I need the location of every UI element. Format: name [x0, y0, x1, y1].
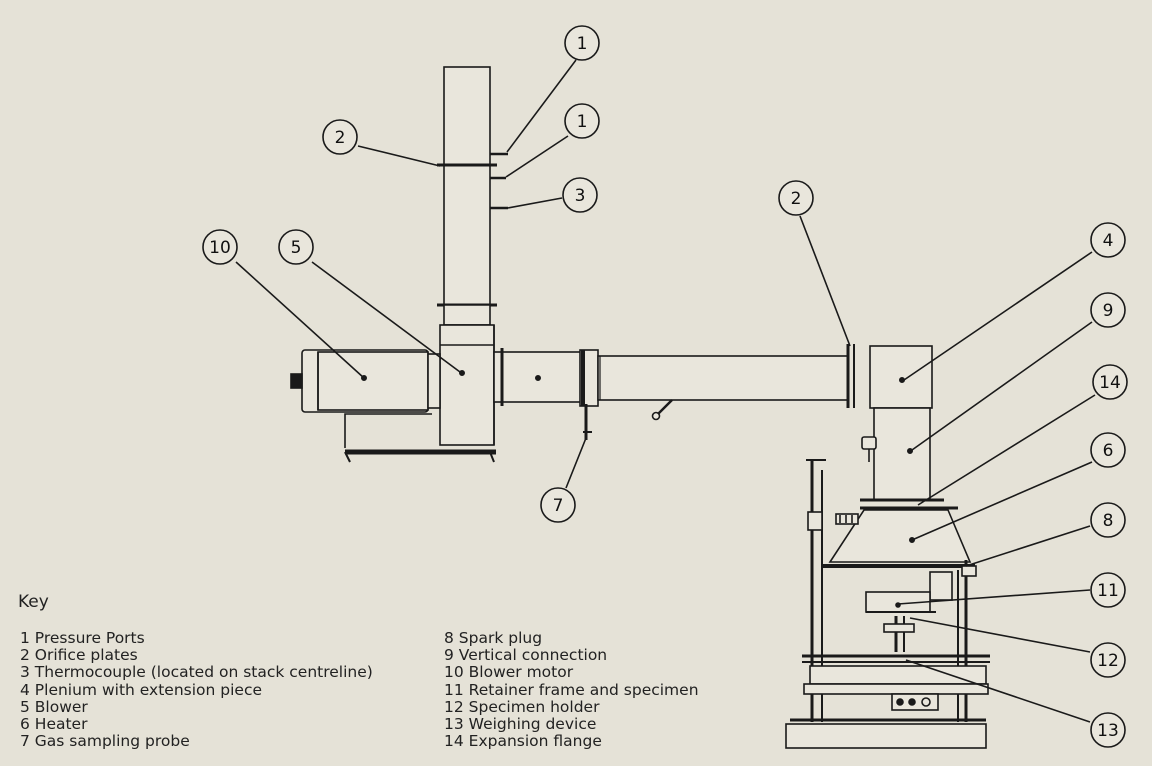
key-title: Key — [18, 592, 49, 612]
key-item: 6 Heater — [20, 715, 88, 734]
key-item: 1 Pressure Ports — [20, 629, 145, 647]
leader-lines — [235, 59, 1096, 723]
callout-label: 3 — [575, 186, 586, 206]
callout-circle — [1090, 642, 1126, 678]
callout-label: 1 — [577, 112, 588, 132]
callout-circle — [1092, 364, 1128, 400]
callout-c1b: 1 — [564, 103, 600, 139]
callout-label: 11 — [1097, 581, 1119, 601]
heater-hood — [822, 509, 975, 568]
callout-c8: 8 — [1090, 502, 1126, 538]
callout-circle — [278, 229, 314, 265]
blower-housing — [439, 324, 495, 446]
vertical-connection — [861, 407, 931, 501]
callout-circle — [202, 229, 238, 265]
exhaust-stack — [437, 66, 508, 331]
key-item: 8 Spark plug — [444, 629, 543, 647]
callout-c3: 3 — [562, 177, 598, 213]
expansion-flange — [860, 498, 958, 510]
callout-label: 1 — [577, 34, 588, 54]
callout-circle — [564, 25, 600, 61]
callout-c14: 14 — [1092, 364, 1128, 400]
callout-label: 2 — [791, 189, 802, 209]
callout-label: 8 — [1103, 511, 1114, 531]
plenum — [869, 345, 933, 409]
callout-c6: 6 — [1090, 432, 1126, 468]
callout-circle — [564, 103, 600, 139]
key-item: 14 Expansion flange — [444, 732, 602, 751]
callout-label: 10 — [209, 238, 231, 258]
key-item: 11 Retainer frame and specimen — [444, 680, 699, 699]
callout-c2a: 2 — [322, 119, 358, 155]
callout-label: 5 — [291, 238, 302, 258]
callout-label: 14 — [1099, 373, 1121, 393]
callout-circle — [778, 180, 814, 216]
callout-circle — [540, 487, 576, 523]
callout-c12: 12 — [1090, 642, 1126, 678]
callout-label: 6 — [1103, 441, 1114, 461]
callout-label: 7 — [553, 496, 564, 516]
callout-label: 12 — [1097, 651, 1119, 671]
blower-base — [344, 413, 496, 463]
callout-c11: 11 — [1090, 572, 1126, 608]
callout-circle — [1090, 572, 1126, 608]
callout-circle — [1090, 222, 1126, 258]
callout-c1a: 1 — [564, 25, 600, 61]
callout-circle — [322, 119, 358, 155]
callout-label: 2 — [335, 128, 346, 148]
callout-c5: 5 — [278, 229, 314, 265]
key-item: 5 Blower — [20, 697, 88, 716]
callout-circle — [1090, 712, 1126, 748]
key-item: 12 Specimen holder — [444, 697, 600, 716]
callout-circle — [562, 177, 598, 213]
key-item: 3 Thermocouple (located on stack centrel… — [20, 663, 373, 682]
callout-c10: 10 — [202, 229, 238, 265]
key-item: 9 Vertical connection — [444, 646, 608, 665]
callout-label: 9 — [1103, 301, 1114, 321]
callout-circle — [1090, 502, 1126, 538]
blower-motor — [290, 349, 441, 413]
callout-c7: 7 — [540, 487, 576, 523]
callout-circle — [1090, 292, 1126, 328]
key-item: 7 Gas sampling probe — [20, 732, 190, 751]
callout-c4: 4 — [1090, 222, 1126, 258]
callout-circle — [1090, 432, 1126, 468]
specimen-holder — [883, 616, 915, 652]
callout-c2b: 2 — [778, 180, 814, 216]
key-item: 13 Weighing device — [444, 715, 597, 734]
gas-sampling-probe — [583, 404, 592, 440]
key-item: 2 Orifice plates — [20, 646, 138, 665]
callout-c9: 9 — [1090, 292, 1126, 328]
callout-label: 4 — [1103, 231, 1114, 251]
key-item: 10 Blower motor — [444, 663, 574, 682]
callout-c13: 13 — [1090, 712, 1126, 748]
horizontal-duct — [493, 344, 855, 421]
callout-label: 13 — [1097, 721, 1119, 741]
key-item: 4 Plenium with extension piece — [20, 680, 262, 699]
weighing-device — [785, 654, 990, 749]
